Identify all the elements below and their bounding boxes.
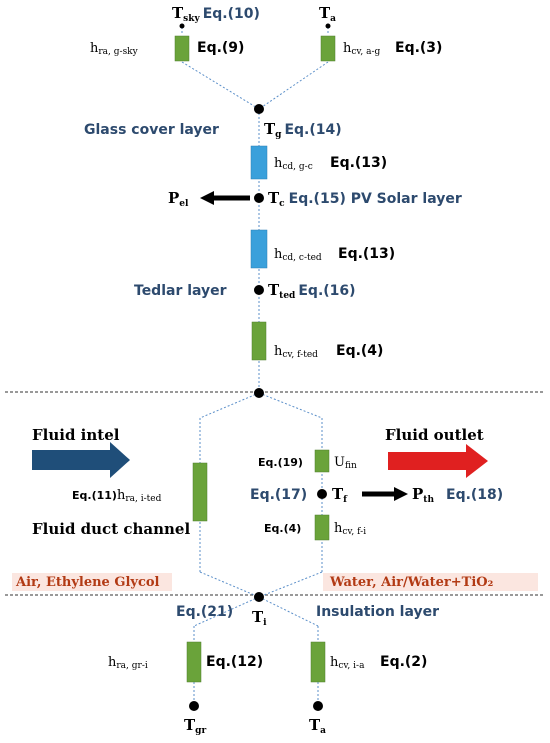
hra-gr-i-eq: Eq.(12) [206, 654, 263, 670]
resistor-hcv-i-a [310, 641, 326, 683]
u-fin-eq: Eq.(19) [258, 456, 303, 469]
node-t-c [254, 193, 264, 203]
node-t-g [254, 104, 264, 114]
fluid-outlet-arrow [388, 444, 488, 478]
resistor-hcv-a-g [320, 35, 336, 62]
node-t-f [317, 489, 327, 499]
t-f-label: Tf [332, 485, 348, 505]
resistor-hra-g-sky [174, 35, 190, 62]
node-t-i [254, 592, 264, 602]
hcd-c-ted-eq: Eq.(13) [338, 246, 395, 262]
hcd-g-c-label: hcd, g-c [274, 156, 313, 172]
hra-g-sky-label: hra, g-sky [90, 41, 139, 57]
left-fluid-label: Air, Ethylene Glycol [15, 575, 160, 590]
p-el-arrow [200, 191, 250, 205]
duct-layer-label: Fluid duct channel [32, 520, 190, 538]
hcv-i-a-label: hcv, i-a [330, 655, 365, 671]
tedlar-layer-label: Tedlar layer [134, 283, 227, 299]
hcv-f-ted-eq: Eq.(4) [336, 343, 383, 359]
t-i-label: Ti [252, 608, 267, 628]
node-t-gr [189, 701, 199, 711]
t-a-bottom-label: Ta [309, 716, 326, 736]
t-gr-label: Tgr [184, 716, 206, 736]
hra-g-sky-eq: Eq.(9) [197, 40, 244, 56]
node-t-a-top [325, 23, 331, 29]
hra-gr-i-label: hra, gr-i [108, 655, 148, 671]
resistor-hcd-g-c [250, 145, 268, 180]
right-fluid-label-bg [323, 573, 538, 591]
p-th-arrow [362, 487, 408, 501]
t-i-eq: Eq.(21) [176, 604, 233, 620]
resistor-hcv-f-i [314, 514, 330, 541]
p-el-label: Pel [168, 189, 189, 209]
resistor-hra-gr-i [186, 641, 202, 683]
hcv-f-i-label: hcv, f-i [334, 521, 366, 537]
glass-layer-label: Glass cover layer [84, 122, 219, 138]
hcv-f-ted-label: hcv, f-ted [274, 344, 318, 360]
right-fluid-label: Water, Air/Water+TiO₂ [329, 575, 493, 590]
resistor-hra-i-ted [192, 462, 208, 522]
hcd-g-c-eq: Eq.(13) [330, 155, 387, 171]
resistor-hcv-f-ted [251, 321, 267, 361]
resistor-hcd-c-ted [250, 229, 268, 269]
fluid-inlet-label: Fluid intel [32, 426, 120, 444]
t-f-eq-right: Eq.(18) [446, 487, 503, 503]
hcv-a-g-eq: Eq.(3) [395, 40, 442, 56]
node-t-a-bottom [313, 701, 323, 711]
t-f-eq-left: Eq.(17) [250, 487, 307, 503]
fluid-outlet-label: Fluid outlet [385, 426, 484, 444]
p-th-label: Pth [412, 485, 434, 505]
insulation-layer-label: Insulation layer [316, 604, 439, 620]
node-t-ted [254, 285, 264, 295]
node-t-sky [179, 23, 185, 29]
hra-i-ted-eq: Eq.(11) [72, 489, 117, 502]
hcv-i-a-eq: Eq.(2) [380, 654, 427, 670]
fluid-inlet-arrow [32, 442, 130, 478]
left-fluid-label-bg [12, 573, 172, 591]
hra-i-ted-label: hra, i-ted [117, 488, 162, 504]
hcv-f-i-eq: Eq.(4) [264, 522, 301, 535]
u-fin-label: Ufin [334, 455, 357, 471]
t-a-top-label: Ta [319, 4, 336, 24]
hcv-a-g-label: hcv, a-g [343, 41, 381, 57]
hcd-c-ted-label: hcd, c-ted [274, 247, 322, 263]
node-loop-top [254, 388, 264, 398]
resistor-u-fin [314, 449, 330, 473]
